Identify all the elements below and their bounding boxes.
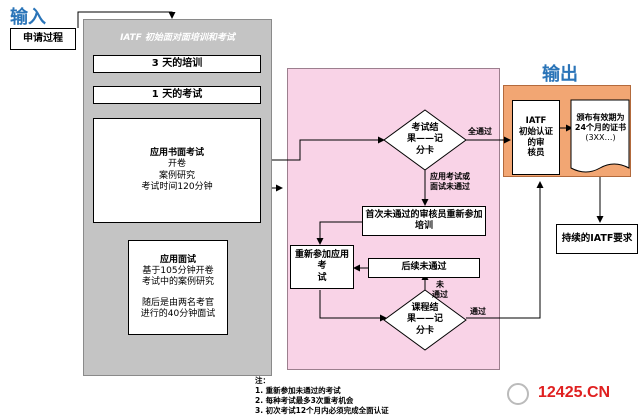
not-passed-line-1: 未 (436, 280, 444, 289)
training-panel-title: IATF 初始面对面培训和考试 (120, 33, 235, 43)
written-exam-line-4: 考试时间120分钟 (141, 181, 213, 192)
later-failed-box: 后续未通过 (368, 258, 480, 278)
not-passed-line-2: 通过 (432, 289, 448, 299)
exam-results-diamond: 考试结 果——记 分卡 (395, 118, 455, 162)
exam-text: 1 天的考试 (151, 88, 203, 100)
not-all-passed-label: 应用考试或 面试未通过 (430, 172, 470, 193)
exam-results-line-1: 考试结 (411, 123, 439, 134)
iatf-office-box: IATF 初始认证的审 核员 (512, 100, 560, 175)
certificate-line-3: (3XX…) (585, 133, 616, 142)
note-item-2: 2. 每种考试最多3次重考机会 (255, 396, 354, 406)
exam-results-line-3: 分卡 (415, 145, 434, 156)
later-failed-text: 后续未通过 (401, 262, 447, 273)
failed-retrain-box: 首次未通过的审核员重新参加 培训 (362, 206, 486, 236)
iatf-office-line-3: 核员 (527, 148, 545, 159)
failed-retrain-line-2: 培训 (414, 221, 433, 231)
arrow-application-to-training (77, 11, 176, 28)
training-text: 3 天的培训 (151, 57, 203, 69)
arrow-reapply-to-course-results (319, 290, 387, 322)
failed-retrain-line-1: 首次未通过的审核员重新参加 (365, 209, 483, 220)
application-process-box: 申请过程 (10, 28, 76, 50)
note-item-1: 1. 重新参加未通过的考试 (255, 386, 341, 396)
reapply-exam-line-2: 试 (317, 272, 327, 283)
certificate-line-1: 颁布有效期为 (576, 113, 625, 122)
notes: 注： 1. 重新参加未通过的考试 2. 每种考试最多3次重考机会 3. 初次考试… (255, 376, 475, 417)
arrow-retrain-to-reapply (316, 221, 362, 245)
notes-heading: 注： (255, 376, 270, 385)
certificate-document-shape (570, 99, 630, 173)
oral-exam-line-6: 进行的40分钟面试 (140, 308, 216, 319)
watermark-text: 12425.CN (538, 384, 611, 401)
note-item-3: 3. 初次考试12个月内必须完成全面认证 (255, 406, 389, 416)
written-exam-box: 应用书面考试 开卷 案例研究 考试时间120分钟 (93, 118, 261, 223)
written-exam-line-2: 开卷 (167, 159, 186, 170)
certificate-document: 颁布有效期为 24个月的证书 (3XX…) (573, 104, 628, 152)
course-results-line-1: 课程结 (411, 303, 439, 314)
oral-exam-line-1: 应用面试 (159, 254, 196, 265)
exam-results-diamond-shape (383, 109, 467, 171)
certificate-line-2: 24个月的证书 (574, 123, 627, 132)
course-results-line-3: 分卡 (415, 325, 434, 336)
oral-exam-line-3: 考试中的案例研究 (141, 277, 214, 288)
reapply-exam-box: 重新参加应用考 试 (290, 245, 354, 289)
watermark-logo-icon (507, 383, 529, 405)
course-results-diamond: 课程结 果——记 分卡 (395, 298, 455, 342)
arrow-course-passed (466, 181, 544, 319)
oral-exam-line-2: 基于105分钟开卷 (142, 266, 214, 277)
course-results-diamond-shape (383, 289, 467, 351)
continuing-requirements-text: 持续的IATF要求 (561, 233, 633, 245)
written-exam-line-3: 案例研究 (158, 170, 195, 181)
exam-box: 1 天的考试 (93, 86, 261, 104)
continuing-requirements-box: 持续的IATF要求 (556, 224, 638, 254)
oral-exam-box: 应用面试 基于105分钟开卷 考试中的案例研究 随后是由两名考官 进行的40分钟… (128, 240, 228, 335)
exam-results-line-2: 果——记 (406, 134, 443, 145)
not-all-passed-line-2: 面试未通过 (430, 182, 470, 192)
reapply-exam-line-1: 重新参加应用考 (294, 250, 349, 272)
input-label: 输入 (10, 7, 46, 27)
iatf-office-line-1: IATF (525, 116, 547, 127)
course-results-line-2: 果——记 (406, 314, 443, 325)
oral-exam-line-5: 随后是由两名考官 (141, 297, 214, 308)
written-exam-line-1: 应用书面考试 (149, 148, 204, 158)
all-passed-label: 全通过 (468, 127, 492, 136)
not-all-passed-line-1: 应用考试或 (430, 172, 470, 181)
passed-label: 通过 (470, 307, 486, 316)
arrow-to-exam-results (272, 136, 385, 161)
application-process-text: 申请过程 (23, 32, 63, 44)
iatf-office-line-2: 初始认证的审 (518, 126, 553, 148)
output-label: 输出 (542, 64, 578, 84)
training-box: 3 天的培训 (93, 55, 261, 73)
not-passed-label: 未 通过 (432, 280, 448, 299)
